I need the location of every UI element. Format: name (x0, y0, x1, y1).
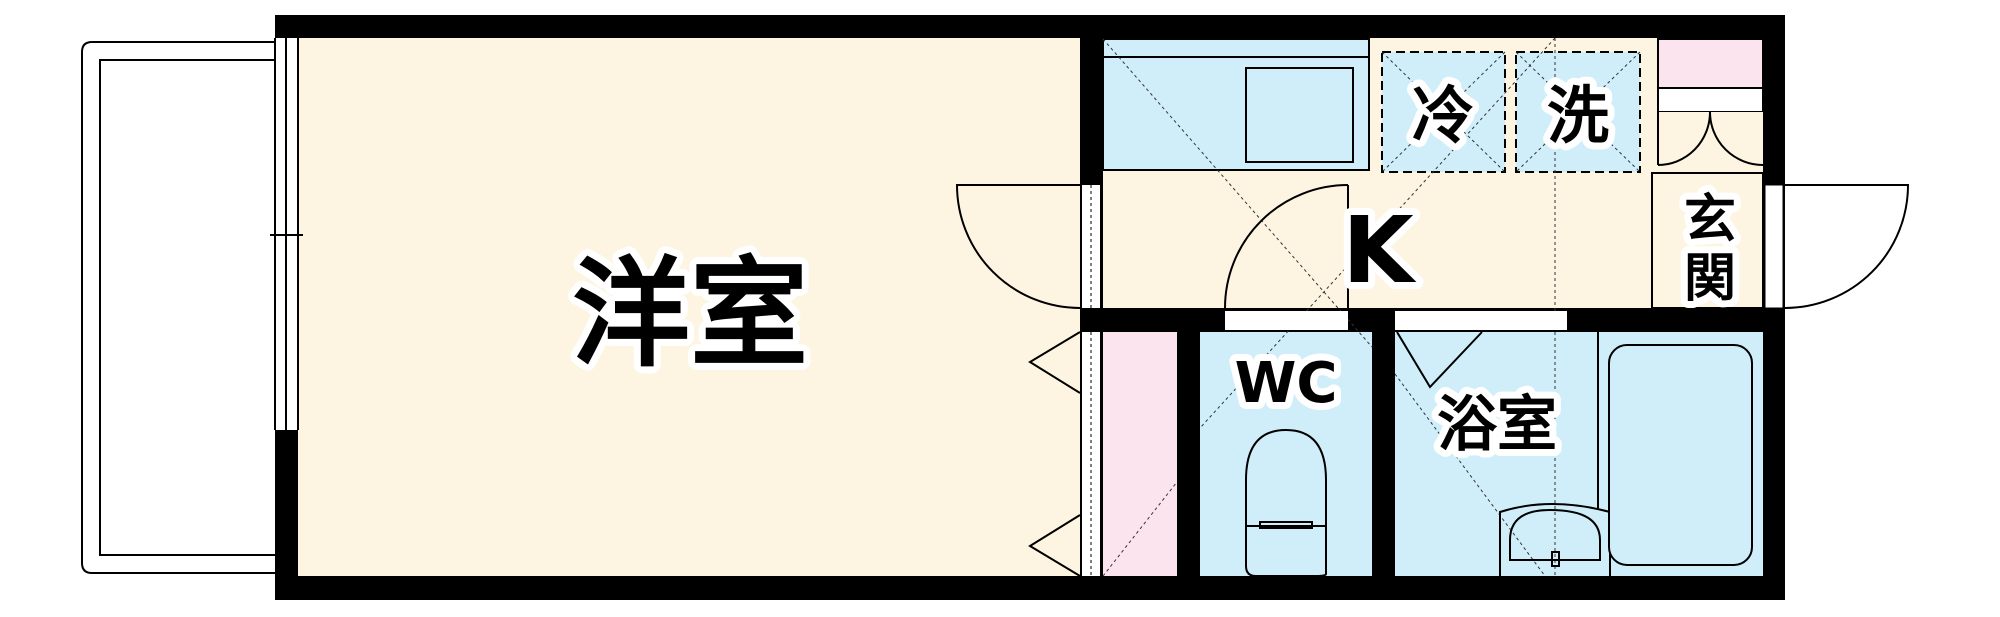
guide-lines (1102, 37, 1556, 577)
closet-floor (1103, 332, 1177, 576)
entrance-label-2: 関 (1684, 249, 1736, 309)
toilet-label: WC (1235, 351, 1338, 416)
washer-space (1515, 51, 1641, 173)
wash-basin (1499, 503, 1611, 576)
toilet-door[interactable] (1224, 184, 1349, 330)
sink (1245, 67, 1354, 163)
bathroom-door[interactable] (1395, 311, 1567, 389)
bathroom-label: 浴室 (1437, 390, 1557, 460)
fridge-space (1381, 51, 1506, 173)
toilet-fixture (1245, 428, 1327, 577)
closet-doors[interactable] (1028, 331, 1178, 577)
shoe-cabinet (1657, 38, 1764, 166)
kitchen-counter (1102, 38, 1370, 171)
bathtub (1597, 332, 1753, 566)
fridge-label: 冷 (1412, 79, 1474, 152)
room-door[interactable] (955, 184, 1100, 309)
western-room-floor (298, 38, 1080, 576)
kitchen-label: K (1342, 197, 1417, 304)
washer-label: 洗 (1547, 79, 1609, 152)
entrance-label-1: 玄 (1684, 190, 1736, 250)
toilet-floor (1200, 332, 1372, 576)
western-room-label: 洋室 (572, 245, 808, 383)
balcony (81, 41, 275, 574)
balcony-window (270, 38, 303, 430)
entrance-step (1651, 172, 1764, 309)
entrance-door[interactable] (1764, 184, 1910, 309)
